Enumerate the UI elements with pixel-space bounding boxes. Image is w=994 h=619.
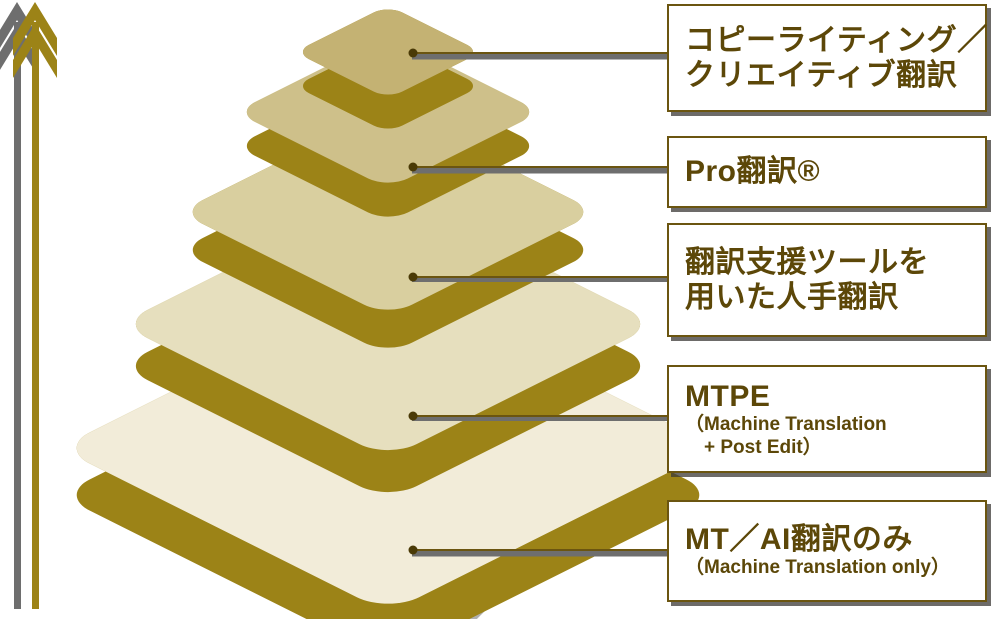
label-mtpe-line-1: MTPE bbox=[685, 379, 771, 413]
tier-1-block bbox=[302, 9, 474, 129]
label-pro-translation-line-1: Pro翻訳® bbox=[685, 155, 821, 189]
leader-line-3 bbox=[408, 272, 690, 282]
label-cat-human-translation-line-2: 用いた人手翻訳 bbox=[685, 281, 899, 314]
label-mtpe[interactable]: MTPE （Machine Translation + Post Edit） bbox=[667, 365, 987, 473]
label-mt-ai-only-line-2: （Machine Translation only） bbox=[685, 557, 950, 579]
leader-line-5 bbox=[408, 545, 690, 557]
label-mt-ai-only[interactable]: MT／AI翻訳のみ （Machine Translation only） bbox=[667, 500, 987, 602]
label-mt-ai-only-line-1: MT／AI翻訳のみ bbox=[685, 523, 913, 557]
label-cat-human-translation[interactable]: 翻訳支援ツールを 用いた人手翻訳 bbox=[667, 223, 987, 337]
leader-line-1 bbox=[408, 48, 690, 60]
label-copywriting[interactable]: コピーライティング／ クリエイティブ翻訳 bbox=[667, 4, 987, 112]
leader-line-2 bbox=[408, 162, 690, 174]
label-copywriting-line-1: コピーライティング／ bbox=[685, 23, 988, 57]
quality-up-arrow-icon bbox=[0, 2, 57, 609]
label-copywriting-line-2: クリエイティブ翻訳 bbox=[685, 59, 958, 92]
label-mtpe-line-3: + Post Edit） bbox=[685, 436, 822, 458]
leader-line-4 bbox=[408, 411, 690, 421]
label-pro-translation[interactable]: Pro翻訳® bbox=[667, 136, 987, 208]
label-cat-human-translation-line-1: 翻訳支援ツールを bbox=[685, 245, 929, 279]
leader-lines bbox=[408, 48, 690, 557]
label-mtpe-line-2: （Machine Translation bbox=[685, 414, 887, 436]
